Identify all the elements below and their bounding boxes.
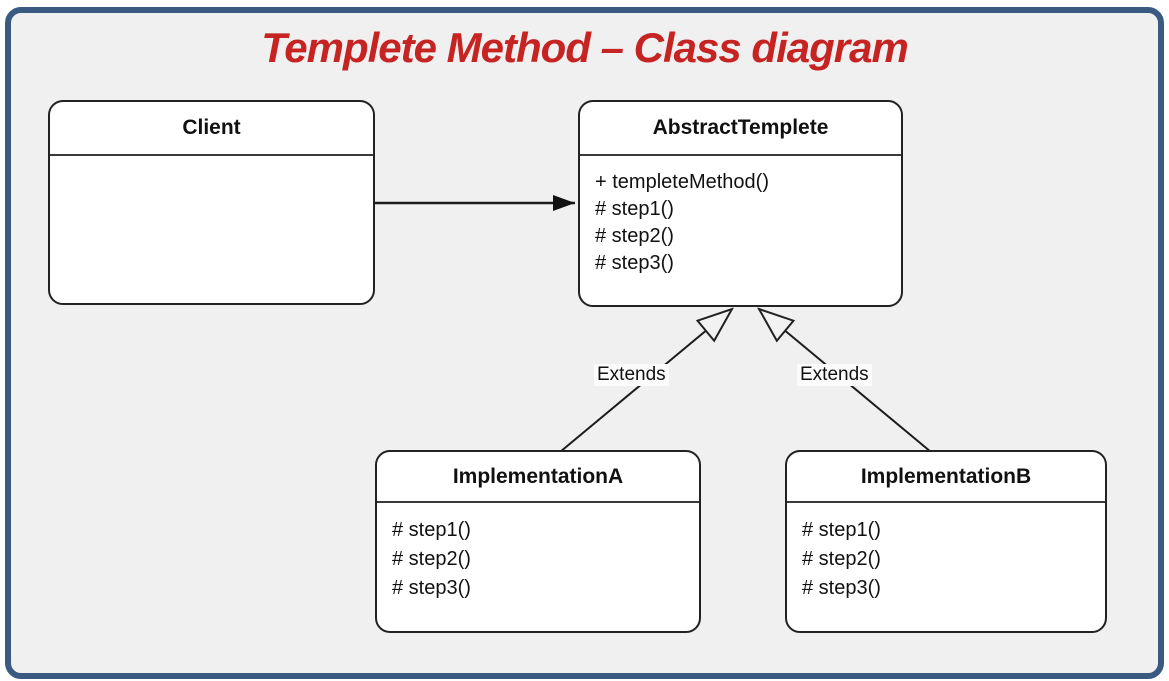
- class-body-implementation-b: # step1() # step2() # step3(): [787, 503, 1105, 616]
- method-templete-method: + templeteMethod(): [595, 171, 769, 193]
- method-step1: # step1(): [802, 519, 881, 541]
- method-step2: # step2(): [595, 225, 674, 247]
- method-step3: # step3(): [802, 577, 881, 599]
- class-box-implementation-b: ImplementationB # step1() # step2() # st…: [785, 450, 1107, 633]
- method-step2: # step2(): [802, 548, 881, 570]
- class-name-client: Client: [50, 102, 373, 156]
- method-step1: # step1(): [595, 198, 674, 220]
- class-name-implementation-a: ImplementationA: [377, 452, 699, 503]
- class-name-abstract-templete: AbstractTemplete: [580, 102, 901, 156]
- extends-label-b: Extends: [797, 364, 872, 386]
- class-body-client: [50, 156, 373, 182]
- class-box-client: Client: [48, 100, 375, 305]
- class-body-abstract-templete: + templeteMethod() # step1() # step2() #…: [580, 156, 901, 290]
- class-box-abstract-templete: AbstractTemplete + templeteMethod() # st…: [578, 100, 903, 307]
- method-step3: # step3(): [595, 252, 674, 274]
- method-step3: # step3(): [392, 577, 471, 599]
- method-step2: # step2(): [392, 548, 471, 570]
- method-step1: # step1(): [392, 519, 471, 541]
- class-name-implementation-b: ImplementationB: [787, 452, 1105, 503]
- class-body-implementation-a: # step1() # step2() # step3(): [377, 503, 699, 616]
- extends-label-a: Extends: [594, 364, 669, 386]
- diagram-title: Templete Method – Class diagram: [261, 24, 909, 71]
- class-box-implementation-a: ImplementationA # step1() # step2() # st…: [375, 450, 701, 633]
